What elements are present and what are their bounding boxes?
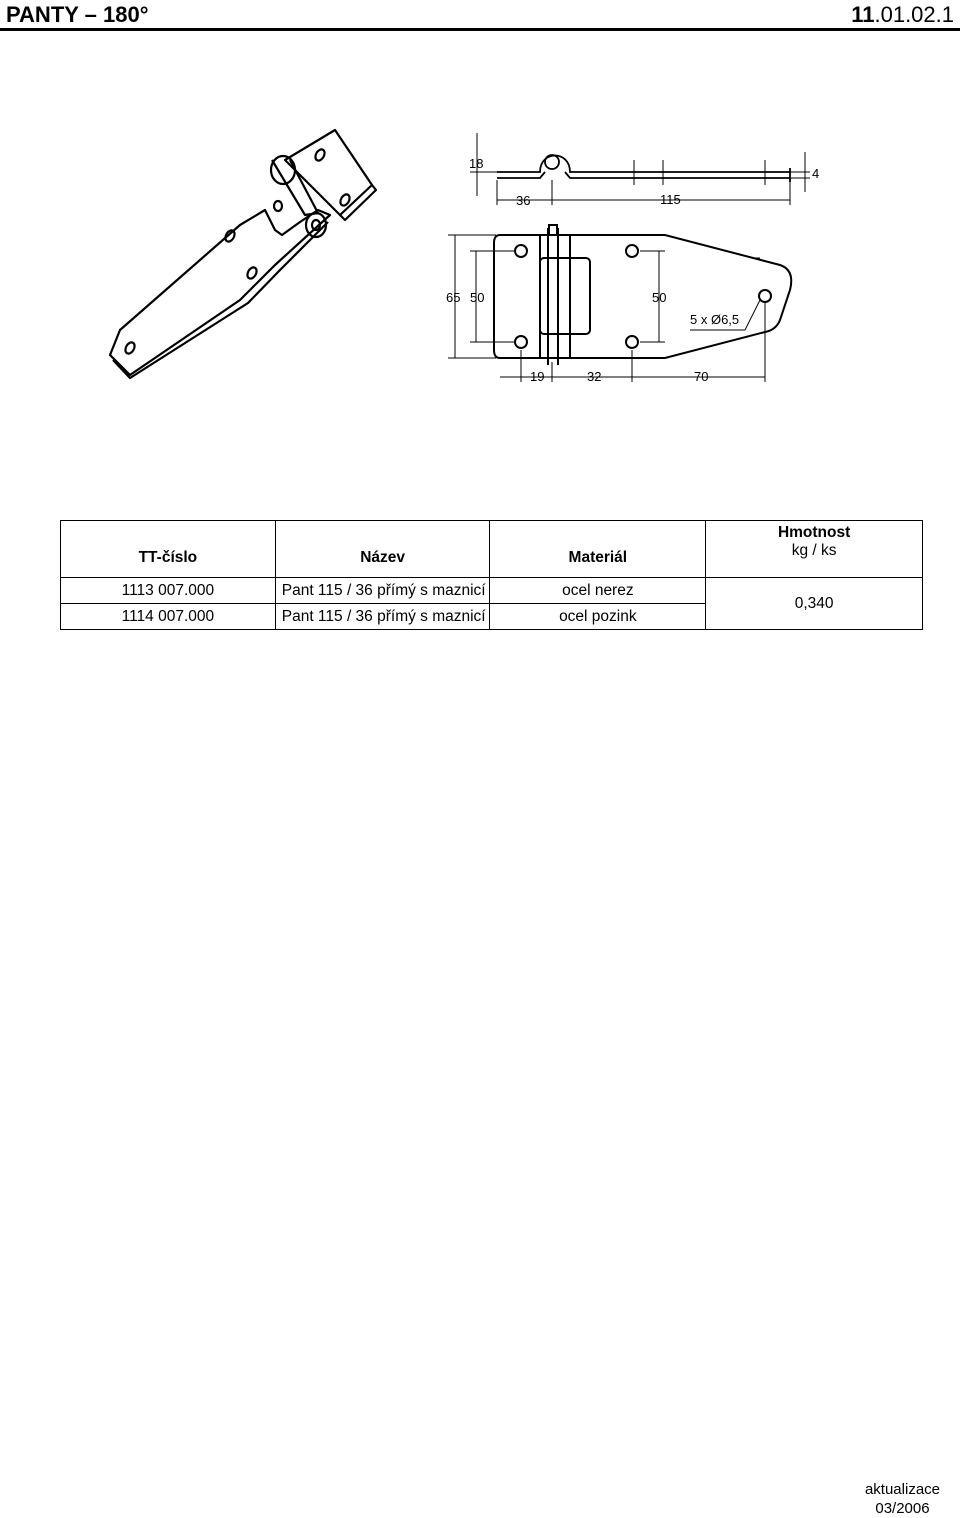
page-title: PANTY – 180° bbox=[6, 2, 149, 27]
header-rule bbox=[0, 28, 960, 31]
table-row: 1113 007.000 Pant 115 / 36 přímý s mazni… bbox=[60, 577, 923, 630]
dim-4: 4 bbox=[812, 166, 819, 181]
update-note: aktualizace 03/2006 bbox=[865, 1480, 940, 1518]
header-weight-title: Hmotnost bbox=[777, 524, 851, 541]
side-view-dimension-lines bbox=[470, 133, 810, 205]
dim-36: 36 bbox=[516, 193, 530, 208]
cell-tt: 1113 007.000 bbox=[60, 577, 276, 604]
header-weight-unit: kg / ks bbox=[791, 542, 837, 559]
spec-table: TT-číslo Název Materiál Hmotnost kg / ks… bbox=[60, 520, 923, 630]
dim-50-left: 50 bbox=[470, 290, 484, 305]
hinge-side-view bbox=[497, 154, 791, 182]
update-date: 03/2006 bbox=[875, 1500, 930, 1517]
header-name: Název bbox=[274, 520, 491, 578]
dim-70: 70 bbox=[694, 369, 708, 384]
hinge-isometric-view bbox=[108, 128, 378, 380]
dim-65: 65 bbox=[446, 290, 460, 305]
dim-32: 32 bbox=[587, 369, 601, 384]
catalog-code-sub: .01.02.1 bbox=[874, 2, 954, 27]
hinge-front-view bbox=[493, 224, 793, 365]
cell-weight: 0,340 bbox=[705, 577, 923, 630]
dim-50-right: 50 bbox=[652, 290, 666, 305]
front-view-dimension-lines bbox=[448, 234, 766, 382]
dim-19: 19 bbox=[530, 369, 544, 384]
cell-material: ocel pozink bbox=[489, 603, 707, 630]
page-header: PANTY – 180° 11.01.02.1 bbox=[0, 0, 960, 31]
catalog-code: 11.01.02.1 bbox=[851, 2, 954, 28]
dim-18: 18 bbox=[469, 156, 483, 171]
header-weight: Hmotnost kg / ks bbox=[705, 520, 923, 578]
header-tt: TT-číslo bbox=[60, 520, 276, 578]
cell-name: Pant 115 / 36 přímý s maznicí bbox=[274, 577, 491, 604]
dim-115: 115 bbox=[660, 192, 681, 207]
hinge-drawing: 18 4 36 115 65 50 50 5 x bbox=[108, 128, 819, 384]
cell-tt: 1114 007.000 bbox=[60, 603, 276, 630]
table-row: 1114 007.000 Pant 115 / 36 přímý s mazni… bbox=[60, 603, 923, 630]
cell-name: Pant 115 / 36 přímý s maznicí bbox=[274, 603, 491, 630]
update-label: aktualizace bbox=[864, 1481, 940, 1498]
table-header-row: TT-číslo Název Materiál Hmotnost kg / ks bbox=[60, 520, 923, 578]
dim-holes: 5 x Ø6,5 bbox=[690, 312, 739, 327]
cell-material: ocel nerez bbox=[489, 577, 707, 604]
catalog-code-main: 11 bbox=[851, 2, 875, 27]
header-material: Materiál bbox=[489, 520, 707, 578]
